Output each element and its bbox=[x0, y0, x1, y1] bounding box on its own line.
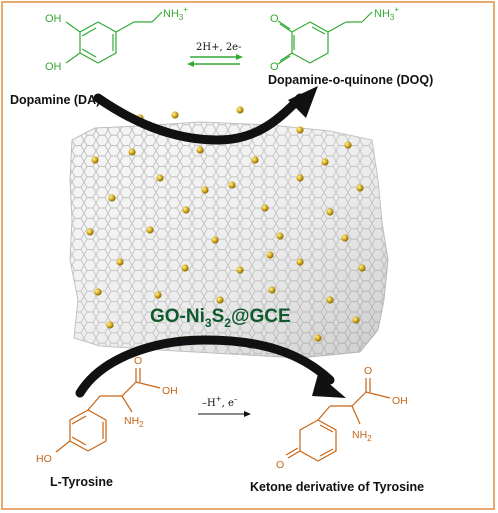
top-curved-arrow bbox=[93, 86, 318, 145]
gold-nanoparticle bbox=[352, 316, 360, 324]
top-reaction-condition: 2H+, 2e- bbox=[196, 42, 241, 53]
tyrosine-acid-o: O bbox=[134, 355, 142, 367]
gold-nanoparticle bbox=[341, 234, 349, 242]
bottom-curved-arrow bbox=[75, 335, 346, 398]
tyrosine-amine: NH2 bbox=[124, 415, 144, 429]
gold-nanoparticle bbox=[326, 208, 334, 216]
dopamine-structure bbox=[65, 11, 163, 64]
gold-nanoparticle bbox=[106, 321, 114, 329]
bottom-reaction-arrow bbox=[198, 411, 251, 417]
ketone-amine: NH2 bbox=[352, 429, 372, 443]
gold-nanoparticle bbox=[171, 111, 179, 119]
dopamine-amine: NH3+ bbox=[163, 5, 188, 22]
gold-nanoparticle bbox=[266, 251, 274, 259]
gold-nanoparticle bbox=[321, 158, 329, 166]
ketone-label: Ketone derivative of Tyrosine bbox=[250, 480, 424, 494]
graphene-sheet bbox=[69, 121, 389, 359]
bottom-reaction-condition: –H+, e– bbox=[202, 395, 238, 409]
dopamine-oh-top: OH bbox=[45, 13, 62, 25]
gold-nanoparticle bbox=[156, 174, 164, 182]
gold-nanoparticle bbox=[358, 264, 366, 272]
gold-nanoparticle bbox=[154, 291, 162, 299]
gold-nanoparticle bbox=[211, 236, 219, 244]
gold-nanoparticle bbox=[276, 232, 284, 240]
gold-nanoparticle bbox=[146, 226, 154, 234]
gold-nanoparticle bbox=[182, 206, 190, 214]
gold-nanoparticle bbox=[236, 106, 244, 114]
tyrosine-label: L-Tyrosine bbox=[50, 475, 113, 489]
gold-nanoparticle bbox=[296, 126, 304, 134]
gold-nanoparticle bbox=[228, 181, 236, 189]
tyrosine-structure bbox=[55, 368, 161, 453]
tyrosine-ho: HO bbox=[36, 453, 52, 465]
gold-nanoparticle bbox=[261, 204, 269, 212]
gold-nanoparticle bbox=[196, 146, 204, 154]
electrode-label: GO-Ni3S2@GCE bbox=[150, 306, 291, 330]
gold-nanoparticle bbox=[181, 264, 189, 272]
quinone-label: Dopamine-o-quinone (DOQ) bbox=[268, 73, 433, 87]
gold-nanoparticle bbox=[108, 194, 116, 202]
ketone-o-ring: O bbox=[276, 459, 284, 471]
gold-nanoparticle bbox=[326, 296, 334, 304]
gold-nanoparticle bbox=[201, 186, 209, 194]
gold-nanoparticle bbox=[344, 141, 352, 149]
gold-nanoparticle bbox=[91, 156, 99, 164]
gold-nanoparticle bbox=[314, 334, 322, 342]
ketone-acid-o: O bbox=[364, 365, 372, 377]
ketone-acid-oh: OH bbox=[392, 395, 408, 407]
gold-nanoparticle bbox=[251, 156, 259, 164]
gold-nanoparticle bbox=[86, 228, 94, 236]
gold-nanoparticle bbox=[216, 296, 224, 304]
ketone-structure bbox=[285, 378, 391, 462]
gold-nanoparticle bbox=[116, 258, 124, 266]
gold-nanoparticle bbox=[296, 174, 304, 182]
gold-nanoparticle bbox=[94, 288, 102, 296]
gold-nanoparticle bbox=[128, 148, 136, 156]
quinone-amine: NH3+ bbox=[374, 5, 399, 22]
gold-nanoparticle bbox=[356, 184, 364, 192]
gold-nanoparticle bbox=[268, 286, 276, 294]
gold-nanoparticle bbox=[296, 258, 304, 266]
dopamine-label: Dopamine (DA) bbox=[10, 93, 100, 107]
dopamine-oh-bottom: OH bbox=[45, 61, 62, 73]
tyrosine-acid-oh: OH bbox=[162, 385, 178, 397]
quinone-o-top: O bbox=[270, 13, 279, 25]
gold-nanoparticle bbox=[236, 266, 244, 274]
top-equilibrium-arrows bbox=[187, 54, 243, 67]
quinone-o-bottom: O bbox=[270, 61, 279, 73]
quinone-structure bbox=[277, 11, 373, 65]
